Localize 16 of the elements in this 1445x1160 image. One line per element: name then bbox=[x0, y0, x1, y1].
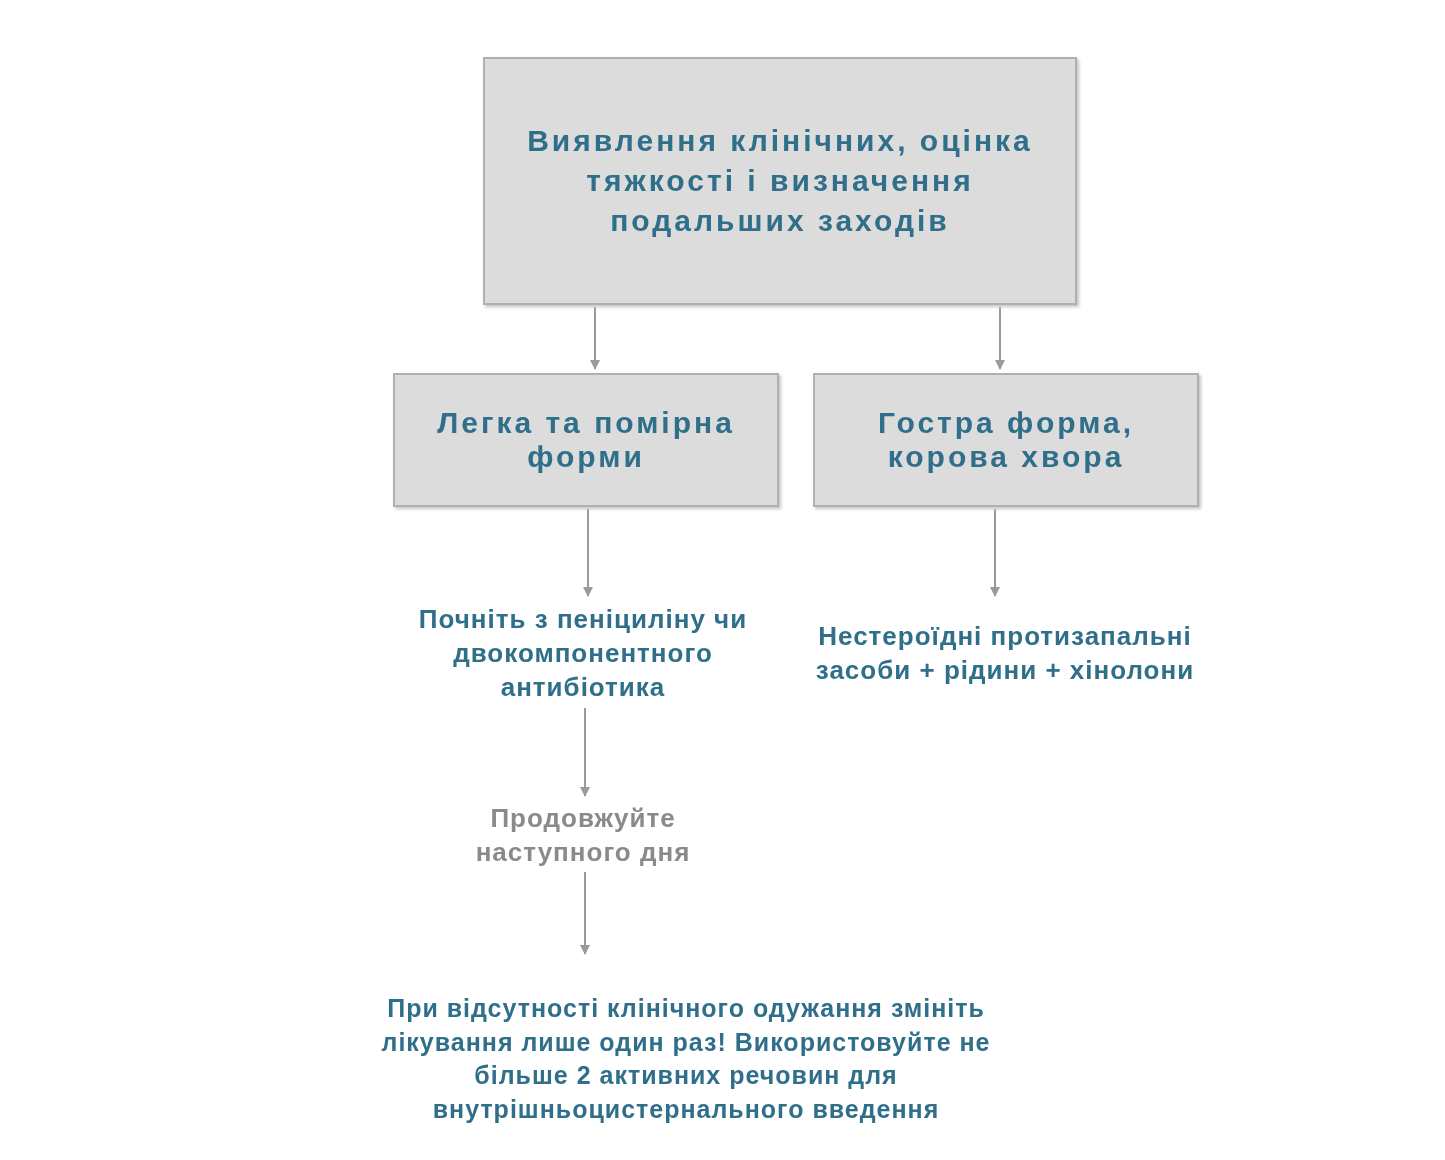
box-label: Гостра форма, корова хвора bbox=[876, 406, 1136, 474]
arrow bbox=[580, 871, 590, 955]
box-label: Виявлення клінічних, оцінка тяжкості і визначення подальших заходів bbox=[526, 123, 1034, 239]
process-box bbox=[813, 373, 1199, 507]
process-box bbox=[483, 57, 1077, 305]
arrow bbox=[990, 508, 1000, 597]
arrow bbox=[583, 508, 593, 597]
box-label: Легка та помірна форми bbox=[436, 406, 736, 474]
arrow bbox=[995, 306, 1005, 370]
step-text: Нестероїдні протизапальні засоби + рідини + хінолони bbox=[814, 620, 1196, 687]
arrow bbox=[590, 306, 600, 370]
arrow bbox=[580, 707, 590, 797]
process-box bbox=[393, 373, 779, 507]
note-text: Продовжуйте наступного дня bbox=[474, 802, 692, 869]
step-text: Почніть з пеніциліну чи двокомпонентного антибіотика bbox=[417, 603, 749, 704]
step-text: При відсутності клінічного одужання змініть лікування лише один раз! Використовуйте не більше 2 активних речовин для внутрішньоцистернального введення bbox=[380, 993, 992, 1125]
